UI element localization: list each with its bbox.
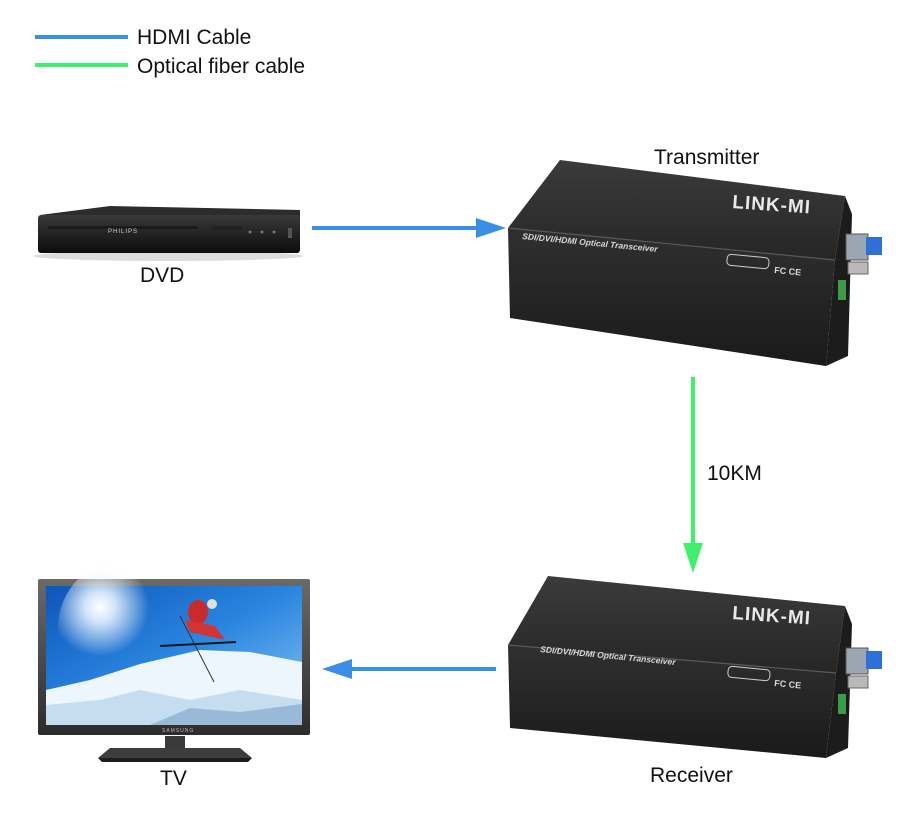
legend-fiber-label: Optical fiber cable xyxy=(137,55,305,78)
receiver-unit: LINK-MI SDI/DVI/HDMI Optical Transceiver… xyxy=(507,576,882,758)
tv-set: SAMSUNG xyxy=(38,558,310,762)
transmitter-cert: FC CE xyxy=(774,265,802,278)
distance-label: 10KM xyxy=(707,462,762,485)
tv-label: TV xyxy=(160,767,187,790)
transmitter-label: Transmitter xyxy=(654,146,759,169)
receiver-label: Receiver xyxy=(650,764,733,787)
legend: HDMI Cable Optical fiber cable xyxy=(35,26,305,78)
transmitter-unit: LINK-MI SDI/DVI/HDMI Optical Transceiver… xyxy=(507,160,882,366)
hdmi-arrow-receiver-to-tv xyxy=(322,659,496,679)
fiber-arrow-transmitter-to-receiver xyxy=(683,377,703,573)
skier-figure xyxy=(159,599,237,683)
legend-hdmi-label: HDMI Cable xyxy=(137,26,251,49)
tv-brand-logo: SAMSUNG xyxy=(162,728,194,734)
dvd-label: DVD xyxy=(140,264,184,287)
hdmi-arrow-dvd-to-transmitter xyxy=(312,218,506,238)
dvd-player: PHILIPS xyxy=(33,206,303,261)
receiver-cert: FC CE xyxy=(774,678,802,691)
dvd-brand-logo: PHILIPS xyxy=(108,229,138,235)
